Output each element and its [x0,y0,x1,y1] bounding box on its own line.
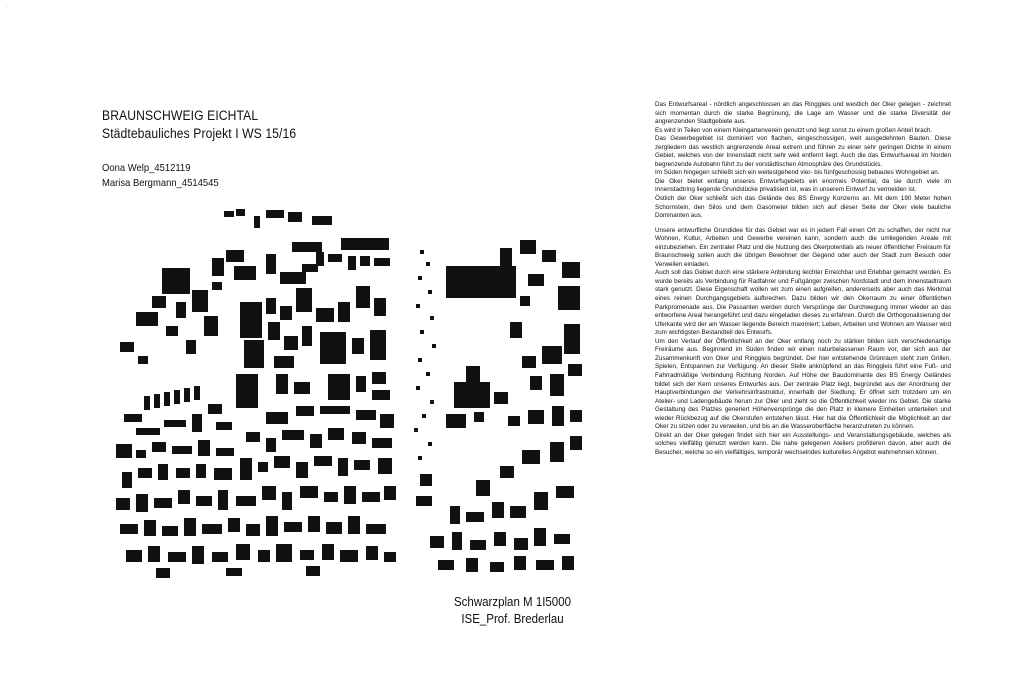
project-title: BRAUNSCHWEIG EICHTAL [102,108,259,123]
map-right-drawing [414,240,582,572]
description-paragraph-1: Das Entwurfsareal - nördlich angeschloss… [655,101,951,220]
description-paragraph-2: Unsere entwurfliche Grundidee für das Ge… [655,226,951,456]
figure-ground-plan-right [410,206,586,582]
author-list: Oona Welp_4512119 Marisa Bergmann_451454… [102,161,232,191]
title-block: BRAUNSCHWEIG EICHTAL Städtebauliches Pro… [102,107,318,143]
description-text-column: Das Entwurfsareal - nördlich angeschloss… [655,101,951,463]
plan-scale-label: Schwarzplan M 1I5000 [454,595,571,609]
author-name: Marisa Bergmann_4514545 [102,177,219,189]
plan-caption: Schwarzplan M 1I5000 ISE_Prof. Brederlau [400,594,625,628]
course-label: ISE_Prof. Brederlau [461,612,564,626]
author-name: Oona Welp_4512119 [102,162,191,174]
map-left-drawing [116,209,396,578]
project-subtitle: Städtebauliches Projekt I WS 15/16 [102,126,297,141]
figure-ground-plan-left [116,206,400,582]
crop-mark [6,6,7,7]
